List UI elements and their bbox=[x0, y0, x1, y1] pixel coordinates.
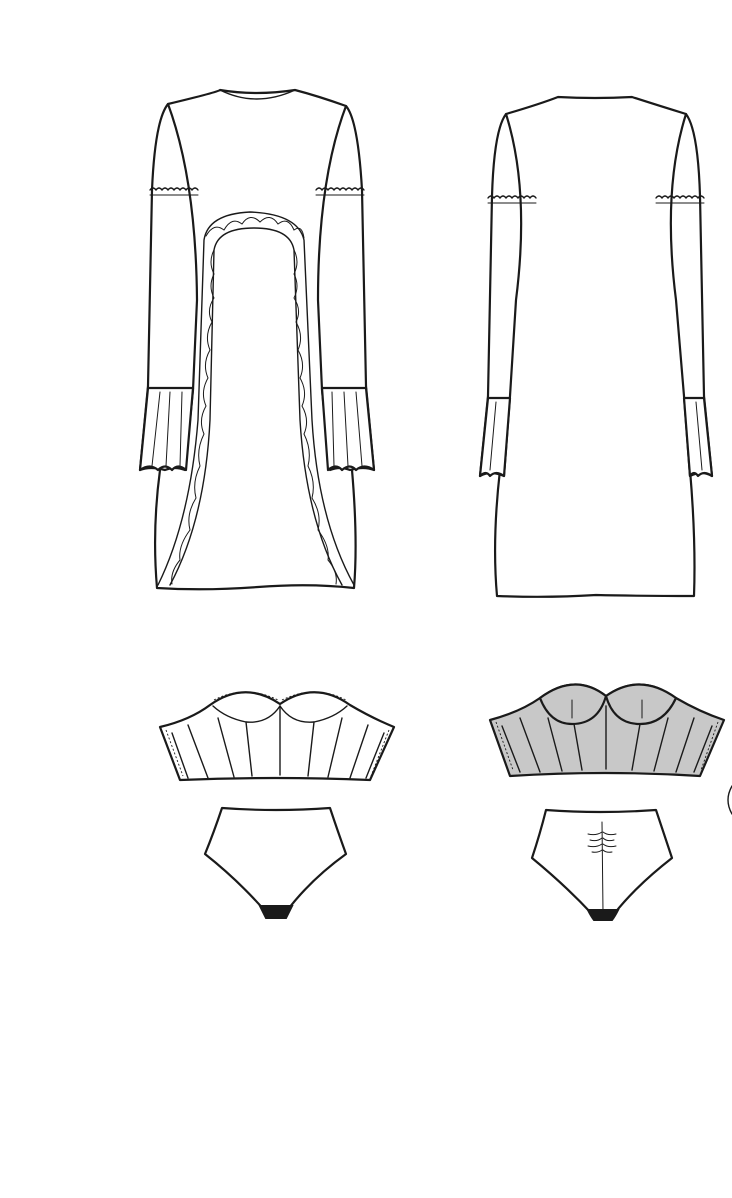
bustier-back-bone-6 bbox=[631, 723, 641, 771]
bustier-front-bone-6 bbox=[307, 721, 315, 777]
dress-front-right-sleeve-band bbox=[315, 187, 365, 192]
bustier-front-bone-1 bbox=[171, 732, 189, 779]
bustier-front-bone-3 bbox=[217, 717, 235, 778]
bustier-back-bone-3 bbox=[547, 717, 563, 772]
dress-front-neckline bbox=[219, 89, 296, 100]
bustier-back-flat bbox=[488, 683, 726, 778]
dress-front-ruffle-panel-inner bbox=[169, 227, 343, 586]
bustier-front-flat bbox=[158, 691, 396, 782]
brief-front-body bbox=[203, 806, 348, 914]
bustier-front-bone-8 bbox=[349, 724, 369, 779]
bustier-back-bone-2 bbox=[519, 717, 541, 773]
dress-front-right-sleeve bbox=[316, 104, 376, 472]
bustier-back-bone-7 bbox=[653, 717, 669, 772]
edge-arc-fragment bbox=[727, 785, 732, 815]
bustier-back-bone-4 bbox=[573, 723, 583, 771]
brief-back-center-seam bbox=[601, 821, 604, 913]
bustier-front-bone-7 bbox=[327, 717, 343, 778]
dress-back-right-cuff-frill bbox=[682, 396, 714, 478]
dress-back-flat bbox=[478, 95, 714, 598]
brief-back-flat bbox=[530, 808, 674, 921]
dress-front-left-sleeve-band bbox=[149, 187, 199, 192]
bustier-back-right-cup bbox=[604, 683, 678, 726]
dress-back-left-sleeve-band bbox=[487, 195, 537, 200]
dress-front-ruffle-panel-outer bbox=[157, 211, 355, 586]
dress-front-ruffle-edge-right bbox=[293, 249, 337, 585]
dress-front-ruffle-edge-left bbox=[171, 249, 215, 585]
dress-front-body bbox=[153, 88, 357, 591]
bustier-back-bone-9 bbox=[693, 725, 713, 773]
dress-back-left-cuff-frill bbox=[478, 396, 512, 478]
bustier-front-bone-2 bbox=[187, 724, 209, 779]
brief-front-flat bbox=[203, 806, 348, 919]
brief-back-gusset bbox=[586, 909, 620, 921]
bustier-back-bone-8 bbox=[675, 717, 695, 773]
brief-back-gathers bbox=[587, 831, 617, 853]
dress-back-body bbox=[493, 95, 696, 598]
bustier-front-body bbox=[158, 691, 396, 782]
bustier-front-bone-4 bbox=[245, 721, 253, 777]
brief-front-gusset bbox=[258, 905, 294, 919]
bustier-front-bone-9 bbox=[365, 732, 385, 779]
dress-front-left-cuff-frill bbox=[138, 386, 195, 472]
bustier-back-left-cup bbox=[538, 683, 608, 726]
dress-front-ruffle-edge-top bbox=[205, 217, 305, 239]
dress-back-right-sleeve-band bbox=[655, 195, 705, 200]
bustier-back-bone-1 bbox=[501, 725, 521, 773]
dress-front-flat bbox=[138, 88, 376, 591]
